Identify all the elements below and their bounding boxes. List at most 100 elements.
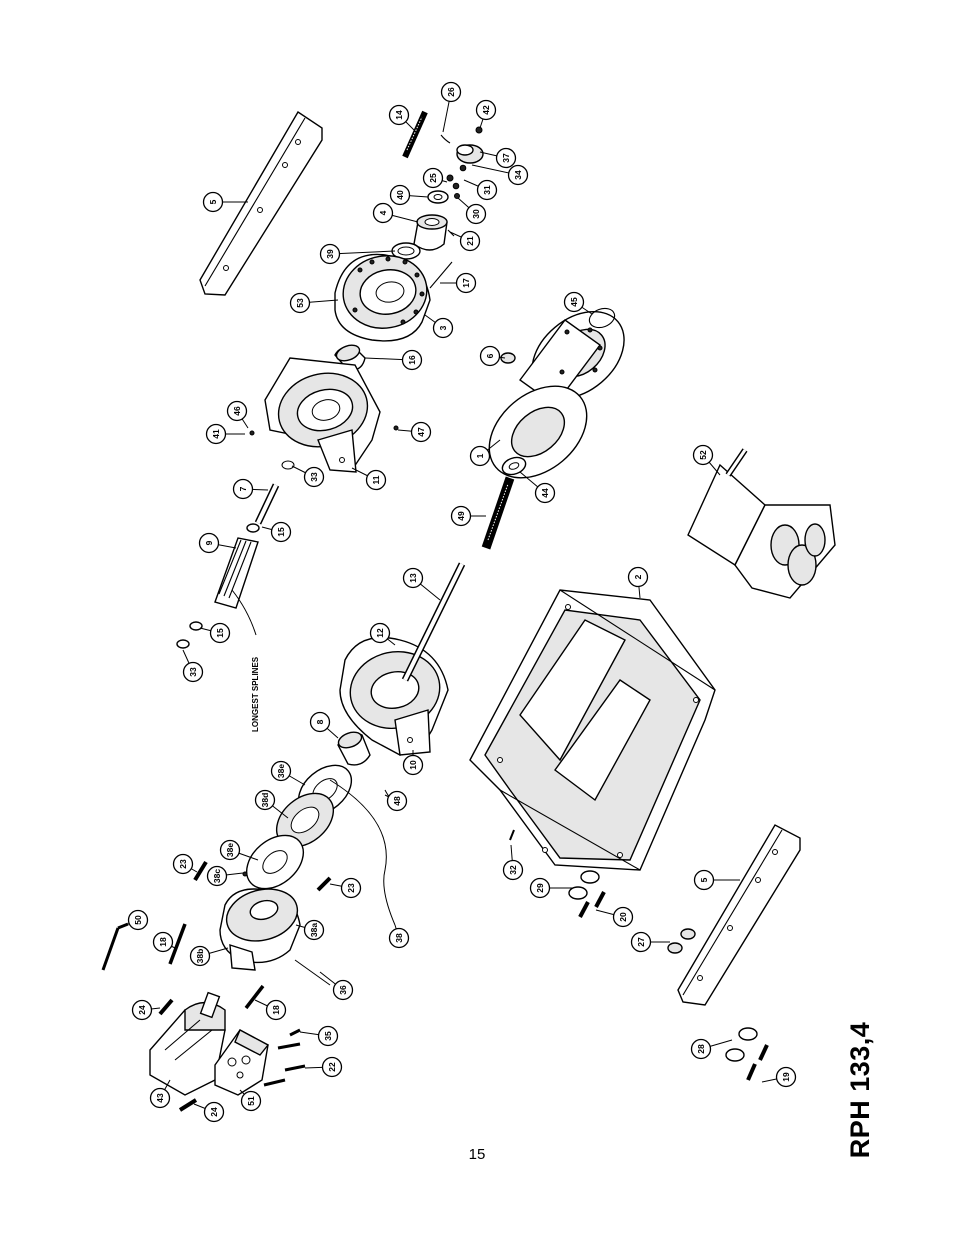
callout-label: 25 (428, 173, 438, 183)
cable-tensioner (687, 448, 836, 599)
callout-label: 33 (309, 472, 319, 482)
callout-circle (402, 754, 424, 776)
callout-label: 1 (475, 453, 485, 458)
callout-label: 38a (309, 923, 319, 937)
callout-label: 35 (323, 1031, 333, 1041)
callout-label: 9 (204, 540, 214, 545)
callout-circle (440, 81, 462, 103)
callout-circle (270, 760, 292, 782)
callout-p15a: 15 (199, 622, 231, 644)
callout-circle (459, 230, 481, 252)
callout-circle (340, 877, 362, 899)
callout-circle (388, 104, 410, 126)
callout-p40: 40 (389, 184, 429, 206)
end-bearing-plate (249, 357, 399, 473)
page-number: 15 (468, 1146, 486, 1163)
callout-circle (692, 444, 714, 466)
callout-p48: 48 (384, 790, 408, 812)
callout-p38c: 38c (206, 865, 244, 887)
callout-p28: 28 (690, 1038, 733, 1060)
callout-label: 38c (212, 869, 222, 883)
callout-p42: 42 (475, 99, 497, 129)
callout-label: 15 (276, 527, 286, 537)
bolts (158, 860, 332, 1112)
callout-p5a: 5 (202, 191, 248, 213)
callout-label: 38e (276, 764, 286, 778)
callout-circle (206, 865, 228, 887)
callout-label: 38e (225, 843, 235, 857)
callout-circle (219, 839, 241, 861)
callout-leader (329, 250, 396, 255)
callout-label: 44 (540, 488, 550, 498)
callout-circle (202, 191, 224, 213)
callout-circle (321, 1056, 343, 1078)
callout-circle (205, 423, 227, 445)
callout-p22: 22 (304, 1056, 343, 1078)
callout-circle (775, 1066, 797, 1088)
brake-housing (334, 253, 453, 342)
callout-circle (240, 1090, 262, 1112)
brake-hardware (440, 126, 484, 199)
callout-label: 3 (438, 325, 448, 330)
gear-housing (339, 562, 466, 756)
callout-label: 15 (215, 628, 225, 638)
callout-label: 14 (394, 110, 404, 120)
callout-p18a: 18 (152, 931, 176, 953)
callout-label: 41 (211, 429, 221, 439)
release-rod (101, 922, 129, 971)
callout-circle (270, 521, 292, 543)
callout-p50: 50 (125, 909, 149, 931)
longest-splines-note: LONGEST SPLINES (251, 656, 260, 732)
tie-bolt (481, 456, 527, 550)
callout-p36: 36 (319, 971, 354, 1001)
callout-circle (495, 147, 517, 169)
callout-circle (388, 927, 410, 949)
callout-label: 2 (633, 574, 643, 579)
callout-circle (365, 469, 387, 491)
callout-circle (319, 243, 341, 265)
callout-circle (209, 622, 231, 644)
callout-p4: 4 (372, 202, 419, 224)
callout-circle (475, 99, 497, 121)
callout-circle (127, 909, 149, 931)
callout-circle (317, 1025, 339, 1047)
callout-circle (149, 1087, 171, 1109)
callout-circle (410, 421, 432, 443)
callout-circle (386, 790, 408, 812)
hydraulic-motor (149, 991, 226, 1096)
callout-circle (369, 622, 391, 644)
callout-p52: 52 (692, 444, 721, 476)
model-title: RPH 133,4 (845, 1021, 875, 1159)
callout-label: 21 (465, 236, 475, 246)
callout-p30: 30 (457, 197, 487, 225)
callout-circle (289, 292, 311, 314)
callout-label: 19 (781, 1072, 791, 1082)
callout-label: 4 (378, 210, 388, 215)
callout-p41: 41 (205, 423, 245, 445)
callout-label: 23 (346, 883, 356, 893)
callout-label: 39 (325, 249, 335, 259)
callout-label: 18 (158, 937, 168, 947)
brake-hub (391, 190, 455, 260)
callout-label: 38 (394, 933, 404, 943)
callout-p33a: 33 (182, 649, 204, 683)
callout-label: 5 (208, 199, 218, 204)
callout-p24b: 24 (193, 1101, 225, 1123)
callout-label: 18 (271, 1005, 281, 1015)
callout-label: 16 (407, 355, 417, 365)
callout-circle (226, 400, 248, 422)
callout-label: 42 (481, 105, 491, 115)
callout-label: 49 (456, 511, 466, 521)
callout-circle (402, 567, 424, 589)
callout-p39: 39 (319, 243, 396, 265)
callout-circle (372, 202, 394, 224)
callout-p33b: 33 (291, 465, 325, 488)
winch-frame (469, 589, 716, 871)
callout-circle (182, 661, 204, 683)
callout-circle (479, 345, 501, 367)
callout-label: 36 (338, 985, 348, 995)
callout-circle (198, 532, 220, 554)
callout-p29: 29 (529, 877, 572, 899)
sleeve (337, 731, 371, 766)
